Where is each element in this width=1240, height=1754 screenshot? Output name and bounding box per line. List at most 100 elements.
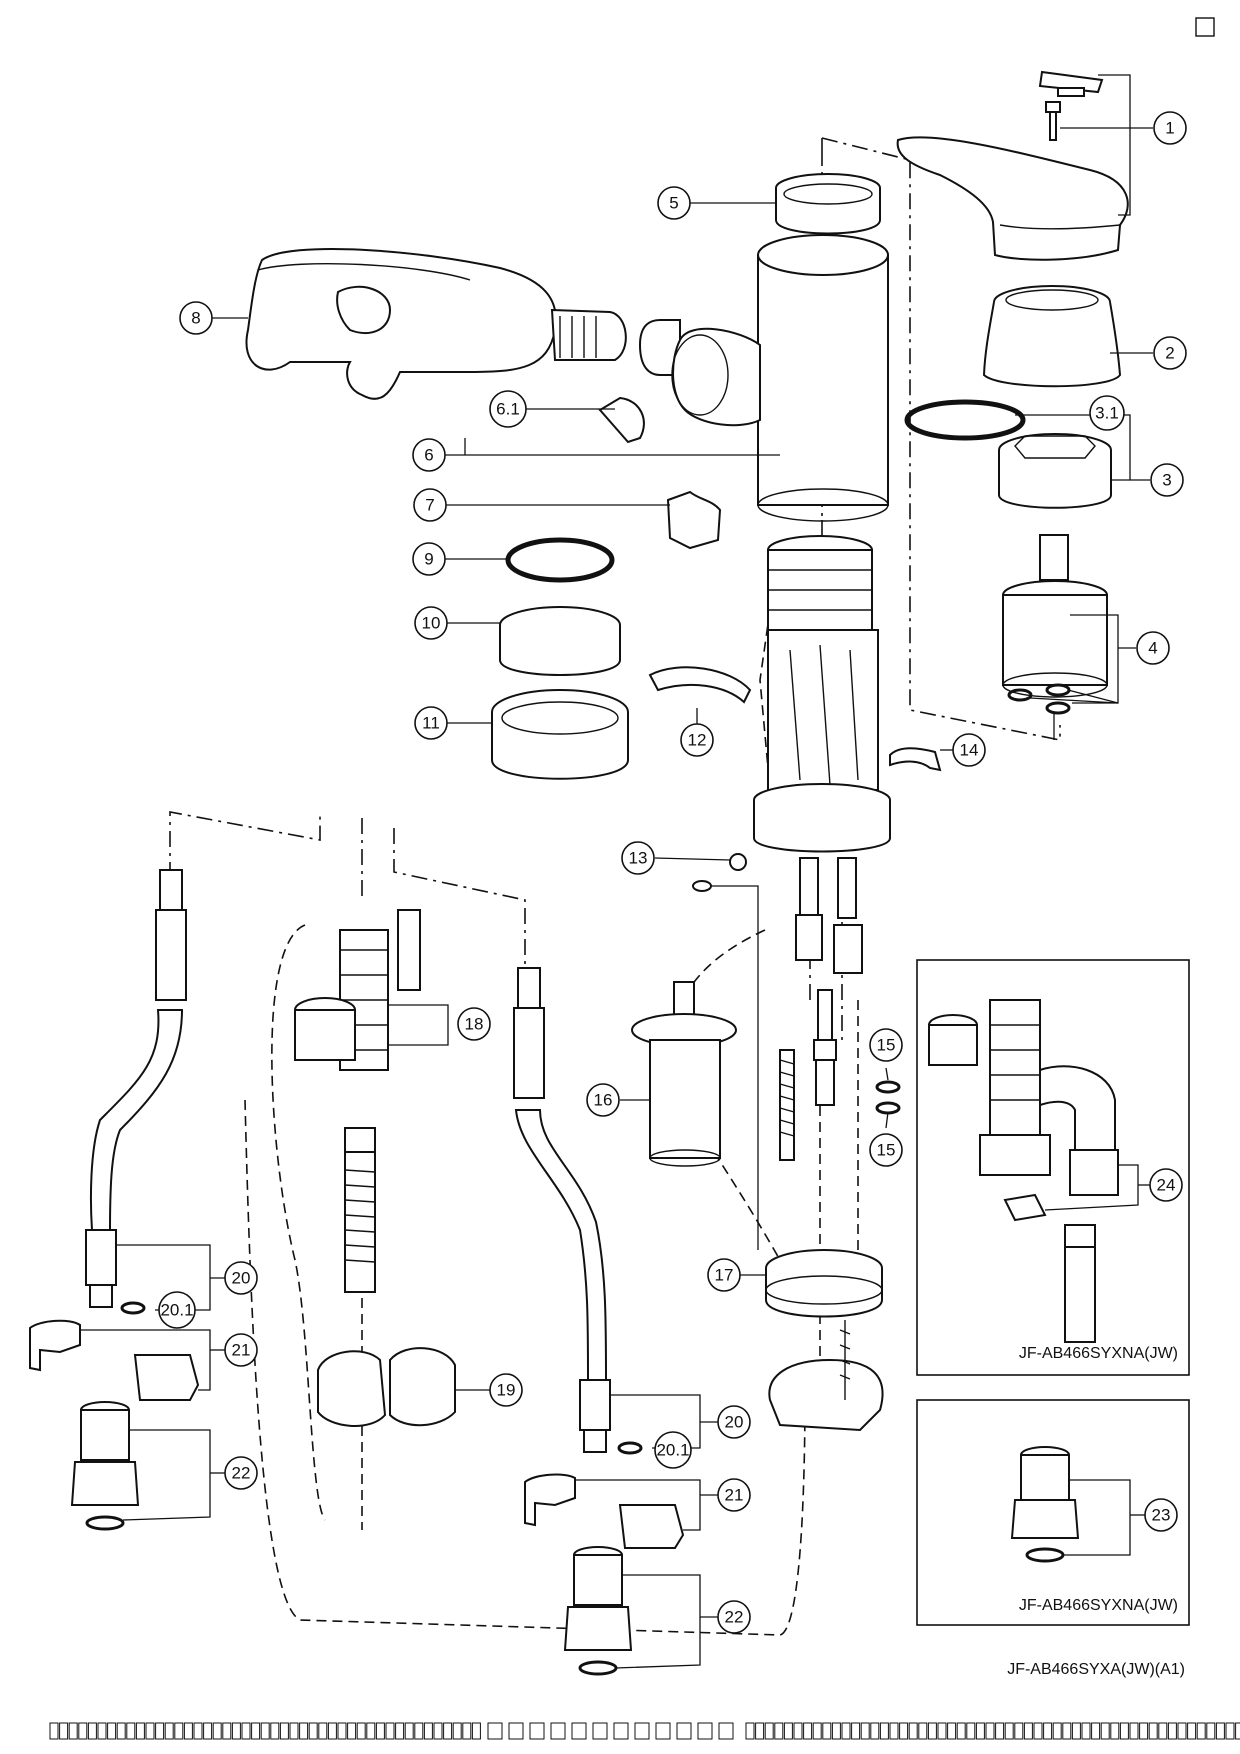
callout-16: 16 <box>586 1083 620 1117</box>
callout-5: 5 <box>657 186 691 220</box>
footer-box <box>774 1722 784 1740</box>
callout-14: 14 <box>952 733 986 767</box>
footer-box <box>414 1722 424 1740</box>
gasket-ring-part <box>505 537 615 583</box>
footer-box <box>879 1722 889 1740</box>
footer-box <box>251 1722 261 1740</box>
svg-text:5: 5 <box>669 194 678 213</box>
callout-10: 10 <box>414 606 448 640</box>
callout-19: 19 <box>489 1373 523 1407</box>
corner-checkbox <box>1195 17 1215 37</box>
footer-box <box>1206 1722 1216 1740</box>
svg-text:7: 7 <box>425 496 434 515</box>
footer-box <box>1215 1722 1225 1740</box>
footer-box <box>755 1722 765 1740</box>
footer-box <box>718 1722 734 1740</box>
hose-left-part <box>85 869 187 1315</box>
svg-text:22: 22 <box>725 1608 744 1627</box>
svg-text:10: 10 <box>422 614 441 633</box>
svg-text:6.1: 6.1 <box>496 400 520 419</box>
callout-15-upper: 15 <box>869 1028 903 1062</box>
callout-7: 7 <box>413 488 447 522</box>
footer-box <box>68 1722 78 1740</box>
footer-box <box>550 1722 566 1740</box>
footer-box <box>385 1722 395 1740</box>
fitting-mid-part <box>563 1546 633 1676</box>
svg-text:3.1: 3.1 <box>1095 404 1119 423</box>
footer-box <box>155 1722 165 1740</box>
footer-box <box>937 1722 947 1740</box>
footer-box <box>793 1722 803 1740</box>
svg-text:20: 20 <box>725 1413 744 1432</box>
footer-box <box>471 1722 481 1740</box>
footer-box <box>1081 1722 1091 1740</box>
footer-box <box>452 1722 462 1740</box>
callout-13: 13 <box>621 841 655 875</box>
callout-18: 18 <box>457 1007 491 1041</box>
svg-text:22: 22 <box>232 1464 251 1483</box>
svg-text:8: 8 <box>191 309 200 328</box>
footer-box <box>1052 1722 1062 1740</box>
footer-box <box>116 1722 126 1740</box>
footer-box <box>947 1722 957 1740</box>
callout-12: 12 <box>680 723 714 757</box>
callout-20-1-left: 20.1 <box>158 1291 196 1329</box>
footer-box <box>443 1722 453 1740</box>
footer-box <box>508 1722 524 1740</box>
cartridge-part <box>1002 534 1108 715</box>
mounting-base-part <box>765 1249 884 1432</box>
footer-box <box>1043 1722 1053 1740</box>
footer-box <box>347 1722 357 1740</box>
callout-4: 4 <box>1136 631 1170 665</box>
callout-15-lower: 15 <box>869 1133 903 1167</box>
valve-body-part <box>753 535 891 974</box>
footer-box <box>308 1722 318 1740</box>
footer-box <box>222 1722 232 1740</box>
footer-box <box>697 1722 713 1740</box>
footer-box <box>1100 1722 1110 1740</box>
callout-11: 11 <box>414 706 448 740</box>
cover-ring-part <box>775 173 881 235</box>
footer-box <box>676 1722 692 1740</box>
svg-text:24: 24 <box>1157 1176 1176 1195</box>
footer-box <box>78 1722 88 1740</box>
footer-box <box>1071 1722 1081 1740</box>
model-number: JF-AB466SYXA(JW)(A1) <box>1007 1661 1185 1678</box>
callout-3-1: 3.1 <box>1089 395 1125 431</box>
footer-box <box>1148 1722 1158 1740</box>
callout-23: 23 <box>1144 1498 1178 1532</box>
washer-part <box>729 853 747 871</box>
svg-text:12: 12 <box>688 731 707 750</box>
footer-box <box>812 1722 822 1740</box>
footer-box <box>260 1722 270 1740</box>
leader-lines <box>80 74 1153 1669</box>
callout-20-mid: 20 <box>717 1405 751 1439</box>
svg-text:3: 3 <box>1162 471 1171 490</box>
cylinder-part <box>631 981 737 1167</box>
footer-box-row <box>49 1722 1240 1740</box>
footer-box <box>1023 1722 1033 1740</box>
callout-20-1-mid: 20.1 <box>654 1431 692 1469</box>
footer-box <box>395 1722 405 1740</box>
svg-text:4: 4 <box>1148 639 1157 658</box>
callout-20-left: 20 <box>224 1261 258 1295</box>
svg-text:1: 1 <box>1165 119 1174 138</box>
footer-box <box>375 1722 385 1740</box>
callout-2: 2 <box>1153 336 1187 370</box>
svg-text:11: 11 <box>422 714 440 733</box>
footer-box <box>1004 1722 1014 1740</box>
footer-box <box>634 1722 650 1740</box>
callout-22-left: 22 <box>224 1456 258 1490</box>
footer-box <box>289 1722 299 1740</box>
footer-box <box>356 1722 366 1740</box>
clip-mid-part <box>524 1473 685 1549</box>
footer-box <box>59 1722 69 1740</box>
callout-6: 6 <box>412 438 446 472</box>
footer-box <box>592 1722 608 1740</box>
footer-box <box>860 1722 870 1740</box>
variant-box-lower <box>916 1399 1190 1626</box>
footer-box <box>1110 1722 1120 1740</box>
clip-part <box>666 490 722 550</box>
svg-text:15: 15 <box>877 1141 896 1160</box>
escutcheon-cap-part <box>982 285 1122 388</box>
